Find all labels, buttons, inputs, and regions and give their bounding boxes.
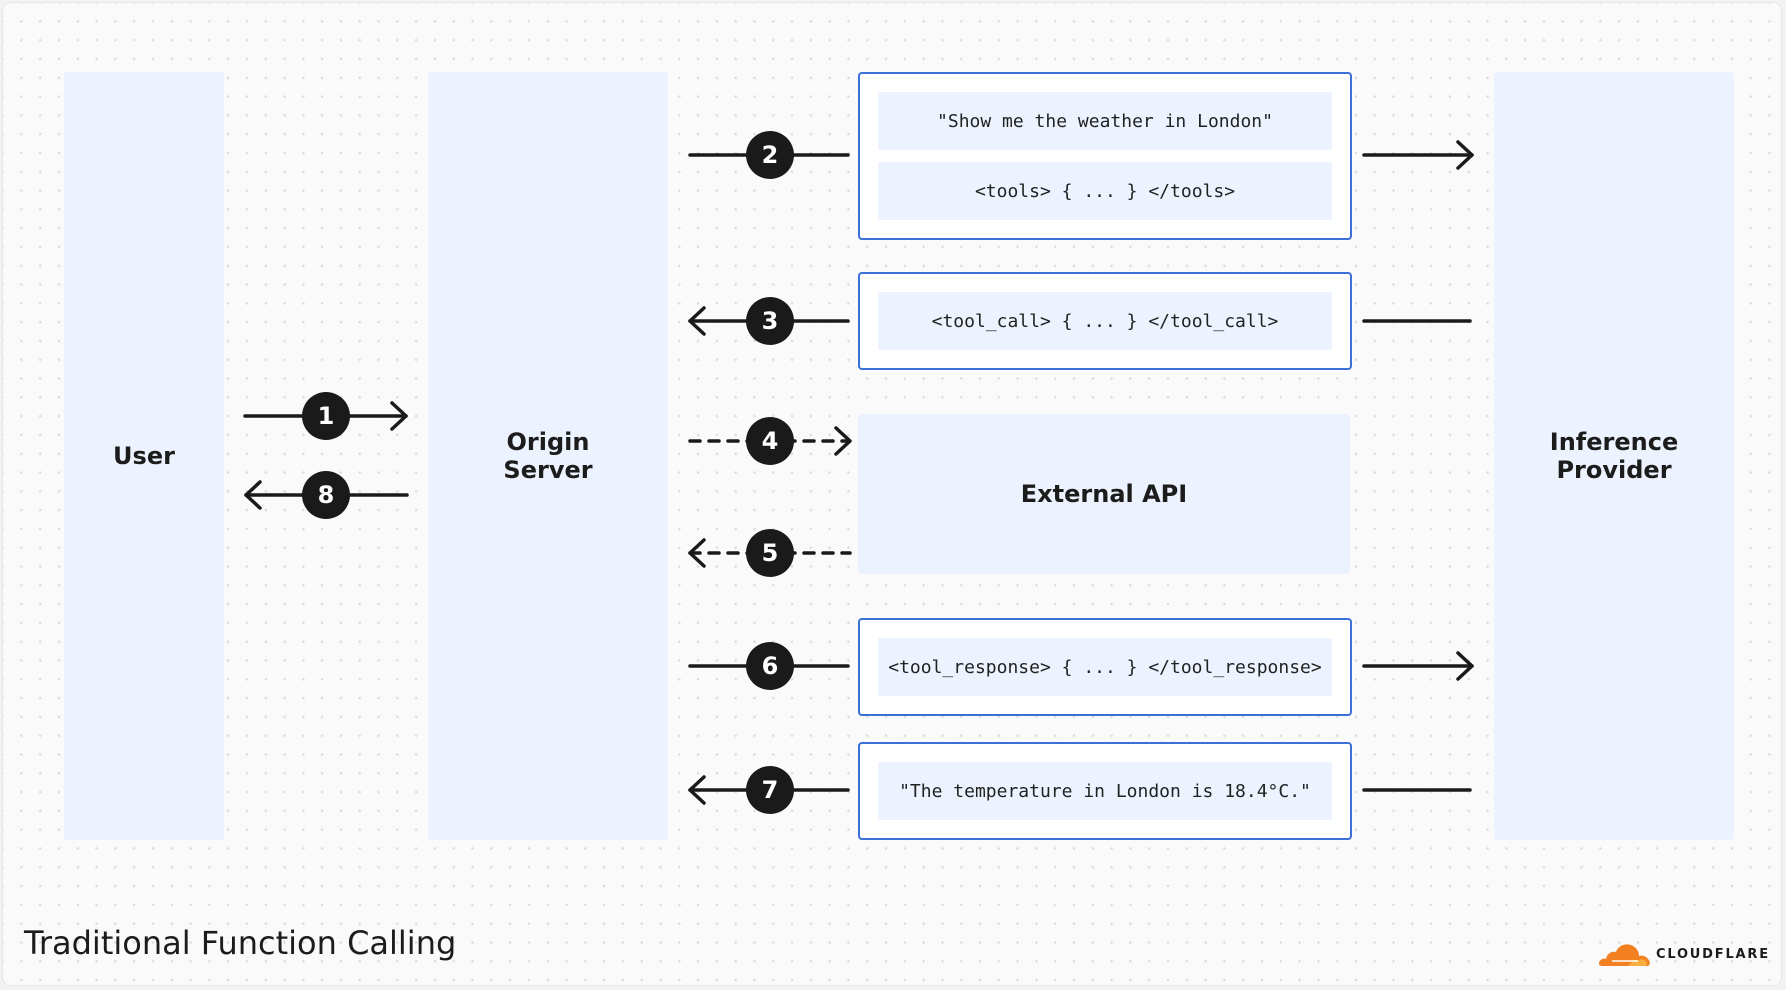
request-message-box: "Show me the weather in London" <tools> … bbox=[858, 72, 1352, 240]
inference-provider-column: Inference Provider bbox=[1494, 72, 1734, 840]
step-badge-3: 3 bbox=[746, 297, 794, 345]
tool-call-message: <tool_call> { ... } </tool_call> bbox=[878, 292, 1332, 350]
step-badge-5: 5 bbox=[746, 529, 794, 577]
step-badge-2: 2 bbox=[746, 131, 794, 179]
user-column: User bbox=[64, 72, 224, 840]
step-badge-7: 7 bbox=[746, 766, 794, 814]
external-api-label: External API bbox=[1020, 480, 1188, 508]
step-badge-8: 8 bbox=[302, 471, 350, 519]
inference-provider-label: Inference Provider bbox=[1549, 428, 1679, 484]
prompt-message: "Show me the weather in London" bbox=[878, 92, 1332, 150]
final-answer-message: "The temperature in London is 18.4°C." bbox=[878, 762, 1332, 820]
step-badge-1: 1 bbox=[302, 392, 350, 440]
user-label: User bbox=[113, 442, 175, 470]
cloudflare-wordmark: CLOUDFLARE bbox=[1656, 946, 1770, 962]
tool-response-message-box: <tool_response> { ... } </tool_response> bbox=[858, 618, 1352, 716]
final-answer-message-box: "The temperature in London is 18.4°C." bbox=[858, 742, 1352, 840]
origin-server-column: Origin Server bbox=[428, 72, 668, 840]
tool-call-message-box: <tool_call> { ... } </tool_call> bbox=[858, 272, 1352, 370]
step-badge-6: 6 bbox=[746, 642, 794, 690]
tools-message: <tools> { ... } </tools> bbox=[878, 162, 1332, 220]
cloudflare-logo: CLOUDFLARE bbox=[1598, 940, 1770, 968]
origin-server-label: Origin Server bbox=[503, 428, 593, 484]
external-api-box: External API bbox=[858, 414, 1350, 574]
tool-response-message: <tool_response> { ... } </tool_response> bbox=[878, 638, 1332, 696]
diagram-title: Traditional Function Calling bbox=[24, 924, 457, 962]
cloudflare-cloud-icon bbox=[1598, 944, 1650, 966]
step-badge-4: 4 bbox=[746, 417, 794, 465]
